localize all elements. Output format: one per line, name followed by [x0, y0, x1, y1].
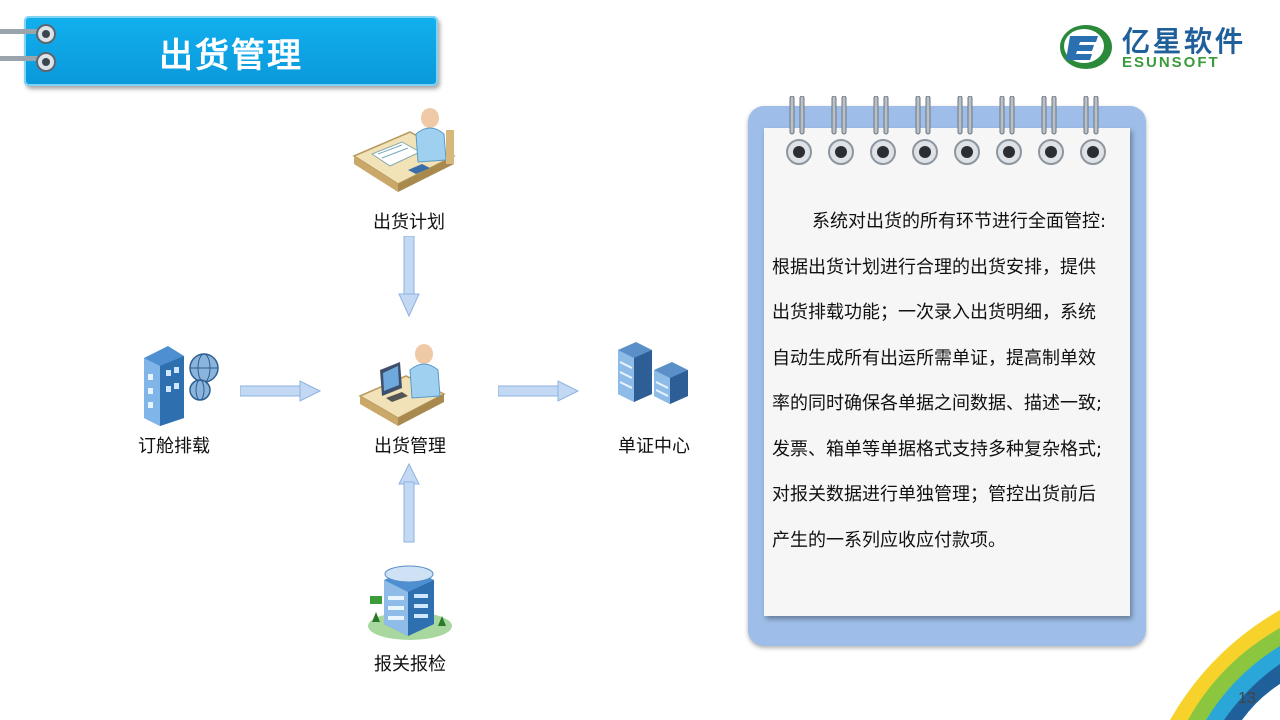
server-rack-icon: [618, 342, 688, 404]
page-title: 出货管理: [159, 36, 303, 76]
note-line: 率的同时确保各单据之间数据、描述一致;: [772, 393, 1103, 414]
note-line: 系统对出货的所有环节进行全面管控:: [812, 211, 1107, 232]
page-number: 13: [1238, 690, 1256, 707]
logo-chinese-name: 亿星软件: [1122, 25, 1247, 58]
corner-swoosh-decoration: [1170, 610, 1280, 720]
logo-english-name: ESUNSOFT: [1122, 54, 1220, 71]
node-docs-label: 单证中心: [618, 436, 690, 457]
spiral-rings-icon: [786, 96, 1106, 165]
arrow-down: [398, 236, 420, 318]
note-line: 发票、箱单等单据格式支持多种复杂格式;: [772, 438, 1103, 460]
building-globe-icon: [144, 346, 219, 426]
note-line: 根据出货计划进行合理的出货安排，提供: [772, 256, 1096, 278]
company-logo: 亿星软件 ESUNSOFT: [1058, 22, 1262, 74]
note-line: 对报关数据进行单独管理；管控出货前后: [772, 484, 1096, 505]
arrow-up: [398, 462, 420, 543]
node-plan-label: 出货计划: [373, 212, 445, 233]
title-banner: 出货管理: [24, 16, 438, 86]
office-building-icon: [368, 565, 452, 640]
node-booking-label: 订舱排载: [138, 436, 210, 457]
arrow-right-2: [498, 380, 580, 402]
note-line: 产生的一系列应收应付款项。: [772, 529, 1006, 551]
person-at-computer-icon: [358, 344, 446, 426]
person-at-desk-icon: [352, 108, 456, 192]
node-manage-label: 出货管理: [374, 436, 446, 457]
note-line: 出货排载功能；一次录入出货明细，系统: [772, 302, 1096, 323]
node-customs-label: 报关报检: [374, 654, 446, 675]
arrow-right-1: [240, 380, 322, 402]
note-body: 系统对出货的所有环节进行全面管控: 根据出货计划进行合理的出货安排，提供 出货排…: [772, 199, 1130, 563]
binder-clip-icon: [0, 24, 56, 72]
notebook-paper: [764, 128, 1130, 616]
note-line: 自动生成所有出运所需单证，提高制单效: [772, 347, 1096, 369]
esunsoft-logo-icon: [1060, 25, 1112, 69]
